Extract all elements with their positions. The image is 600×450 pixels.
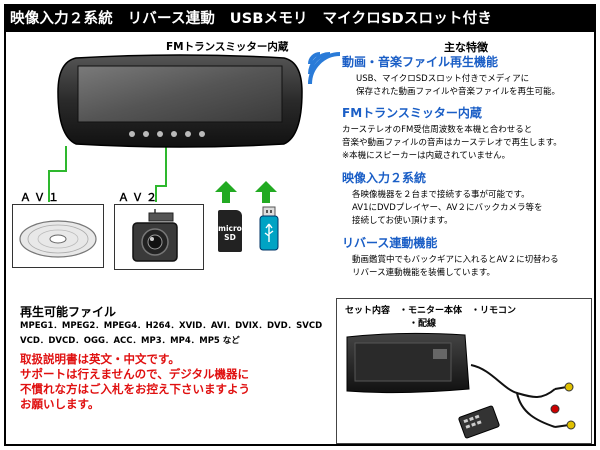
feature-reverse-link: リバース連動機能 動画鑑賞中でもバックギアに入れるとAV２に切替わる リバース連… (342, 234, 559, 280)
feature-text-line: ※本機にスピーカーは内蔵されていません。 (342, 151, 511, 161)
backup-camera-icon (132, 209, 178, 262)
support-notice: 取扱説明書は英文・中文です。 サポートは行えませんので、デジタル機器に 不慣れな… (20, 352, 250, 412)
av2-camera-box (114, 204, 204, 270)
notice-line: サポートは行えませんので、デジタル機器に (20, 367, 249, 381)
feature-text-line: AV1にDVDプレイヤー、AV２にバックカメラ等を (352, 203, 543, 213)
feature-text-line: 接続してお使い頂けます。 (352, 216, 453, 226)
feature-text-line: リバース連動機能を装備しています。 (352, 268, 495, 278)
set-contents-photo (346, 332, 576, 439)
feature-text-line: 音楽や動画ファイルの音声はカーステレオで再生します。 (342, 138, 562, 148)
feature-text-line: 各映像機器を２台まで接続する事が可能です。 (352, 190, 530, 200)
feature-text-line: カーステレオのFM受信周波数を本機と合わせると (342, 125, 533, 135)
av2-connection-line (155, 146, 167, 202)
feature-text-line: USB、マイクロSDスロット付きでメディアに (356, 74, 530, 84)
set-contents-line: セット内容 ・モニター本体 ・リモコン (345, 306, 517, 316)
features-heading: 主な特徴 (444, 41, 488, 54)
connection-lines (48, 146, 167, 202)
disc-icon (19, 220, 97, 258)
notice-line: お願いします。 (20, 397, 100, 411)
feature-title: 動画・音楽ファイル再生機能 (342, 55, 499, 69)
microsd-card-icon: micro SD (218, 210, 242, 252)
feature-title: FMトランスミッター内蔵 (342, 106, 482, 120)
monitor-image (57, 54, 303, 148)
fm-transmitter-label: FMトランスミッター内蔵 (166, 41, 289, 53)
formats-line: MPEG1．MPEG2．MPEG4．H264．XVID．AVI．DVIX．DVD… (20, 321, 323, 331)
feature-text-line: 動画鑑賞中でもバックギアに入れるとAV２に切替わる (352, 255, 559, 265)
notice-line: 取扱説明書は英文・中文です。 (20, 352, 180, 366)
av1-dvd-box (12, 204, 104, 268)
feature-title: リバース連動機能 (342, 236, 438, 250)
usb-stick-icon (259, 206, 279, 251)
set-contents-box: セット内容 ・モニター本体 ・リモコン ・配線 (336, 298, 592, 444)
feature-title: 映像入力２系統 (342, 171, 427, 185)
set-contents-line: ・配線 (409, 319, 437, 329)
wiring-cable-image (470, 364, 570, 428)
feature-text-line: 保存された動画ファイルや音楽ファイルを再生可能。 (356, 87, 561, 97)
header-banner: 映像入力２系統 リバース連動 USBメモリ マイクロSDスロット付き (6, 6, 594, 32)
feature-media-playback: 動画・音楽ファイル再生機能 USB、マイクロSDスロット付きでメディアに 保存さ… (342, 53, 560, 99)
formats-line: VCD．DVCD．OGG．ACC．MP3．MP4．MP5 など (20, 336, 240, 346)
product-listing-image: 映像入力２系統 リバース連動 USBメモリ マイクロSDスロット付き FMトラン… (4, 4, 596, 446)
feature-dual-video-input: 映像入力２系統 各映像機器を２台まで接続する事が可能です。 AV1にDVDプレイ… (342, 169, 543, 228)
wireless-signal-icon (308, 52, 341, 85)
up-arrow-icon (215, 181, 237, 203)
playable-formats: MPEG1．MPEG2．MPEG4．H264．XVID．AVI．DVIX．DVD… (20, 319, 322, 349)
feature-fm-transmitter: FMトランスミッター内蔵 カーステレオのFM受信周波数を本機と合わせると 音楽や… (342, 104, 562, 163)
av2-label: ＡＶ２ (118, 191, 160, 204)
av1-label: ＡＶ１ (20, 191, 62, 204)
playable-files-title: 再生可能ファイル (20, 305, 117, 319)
up-arrow-icon (255, 181, 277, 203)
av1-connection-line (48, 146, 67, 202)
notice-line: 不慣れな方はご入札をお控え下さいますよう (20, 382, 250, 396)
